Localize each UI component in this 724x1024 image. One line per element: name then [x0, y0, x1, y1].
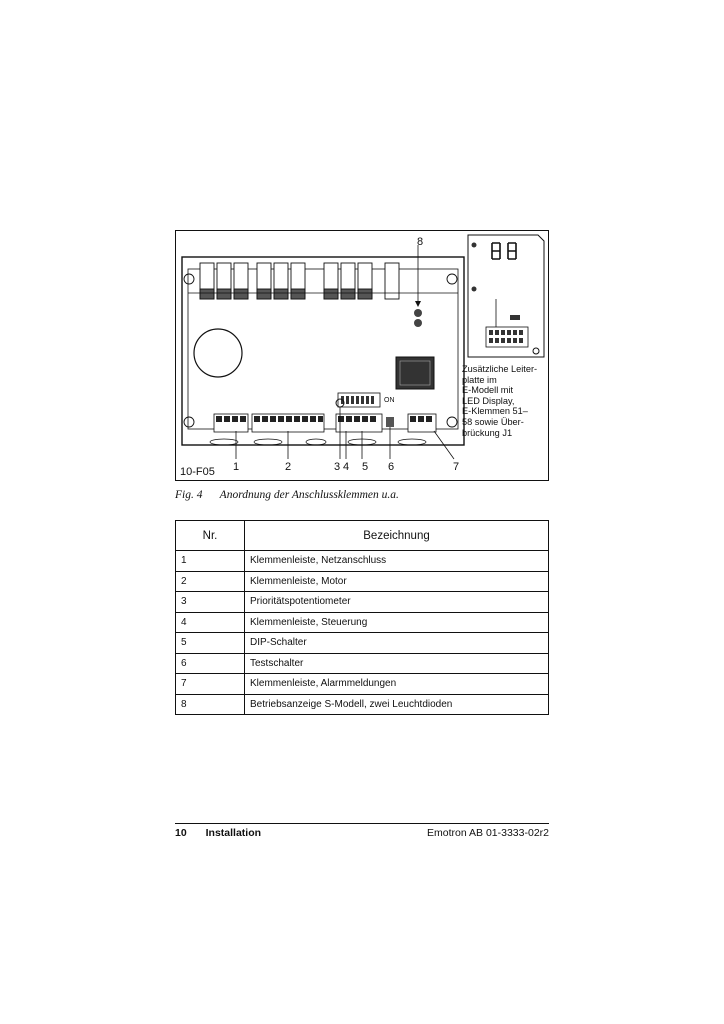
footer-left: 10 Installation [175, 827, 261, 839]
addon-line: Zusätzliche Leiter- [462, 364, 538, 374]
header-bezeichnung: Bezeichnung [244, 520, 549, 551]
page-number: 10 [175, 827, 187, 839]
row-nr: 1 [175, 550, 245, 572]
figure-caption: Fig. 4 Anordnung der Anschlussklemmen u.… [175, 489, 399, 501]
row-label: Prioritätspotentiometer [244, 591, 549, 613]
caption-text: Anordnung der Anschlussklemmen u.a. [219, 489, 399, 501]
header-nr: Nr. [175, 520, 245, 551]
addon-line: E-Modell mit [462, 385, 514, 396]
row-label: Betriebsanzeige S-Modell, zwei Leuchtdio… [244, 693, 549, 715]
row-nr: 5 [175, 632, 245, 654]
row-nr: 3 [175, 591, 245, 613]
board-diagram [181, 234, 545, 460]
row-nr: 4 [175, 611, 245, 633]
section-name: Installation [205, 827, 262, 839]
addon-line: LED Display, [462, 395, 515, 406]
addon-line: brückung J1 [462, 427, 513, 438]
addon-line: E-Klemmen 51– [462, 406, 528, 417]
document-id: Emotron AB 01-3333-02r2 [427, 827, 549, 839]
row-label: Klemmenleiste, Alarmmeldungen [244, 673, 549, 695]
callout-2: 2 [285, 461, 292, 473]
callout-1: 1 [233, 461, 240, 473]
addon-line: platte im [462, 374, 497, 385]
addon-board-note: Zusätzliche Leiter- platte im E-Modell m… [462, 364, 547, 438]
row-nr: 2 [175, 570, 245, 592]
addon-line: 58 sowie Über- [462, 416, 524, 427]
row-nr: 7 [175, 673, 245, 695]
board-figure: 8 1 2 3 4 5 6 7 ON 10-F05 Zusätzliche Le… [175, 230, 549, 481]
row-label: DIP-Schalter [244, 632, 549, 654]
callout-6: 6 [388, 461, 395, 473]
row-nr: 8 [175, 693, 245, 715]
row-label: Klemmenleiste, Steuerung [244, 611, 549, 633]
figure-code: 10-F05 [180, 466, 215, 478]
table-header-row: Nr. Bezeichnung [175, 520, 549, 551]
callout-5: 5 [362, 461, 369, 473]
row-label: Klemmenleiste, Motor [244, 570, 549, 592]
row-label: Testschalter [244, 652, 549, 674]
callout-8: 8 [417, 236, 424, 248]
callout-7: 7 [453, 461, 460, 473]
dip-on-label: ON [384, 397, 395, 404]
caption-number: Fig. 4 [175, 489, 203, 501]
row-label: Klemmenleiste, Netzanschluss [244, 550, 549, 572]
footer-rule [175, 823, 549, 824]
callout-3: 3 [334, 461, 341, 473]
row-nr: 6 [175, 652, 245, 674]
callout-4: 4 [343, 461, 350, 473]
